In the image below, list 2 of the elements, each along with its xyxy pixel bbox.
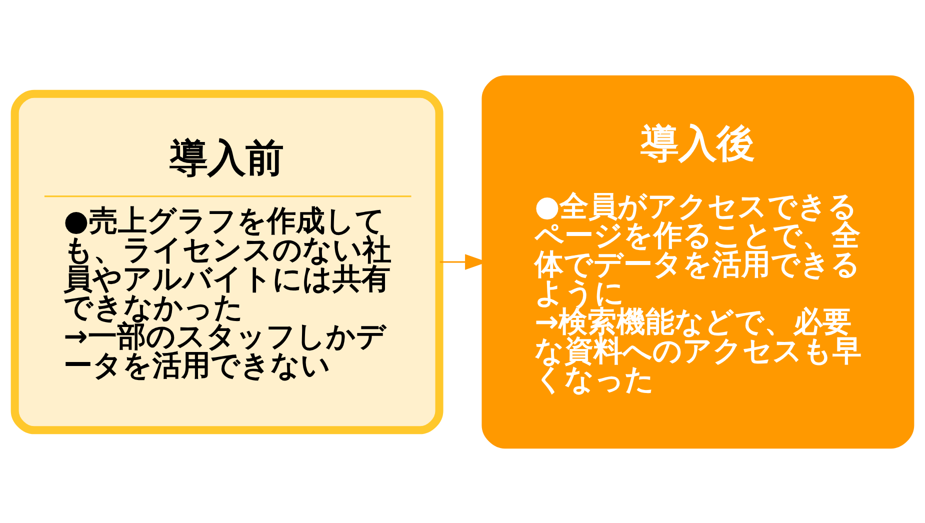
node-box: 導入後 ●全員がアクセスできるページを作ることで、全体でデータを活用できるように →検索機能などで、必要な資料へのアクセスも早くなった (482, 74, 914, 448)
node-box: 導入前 ●売上グラフを作成しても、ライセンスのない社員やアルバイトには共有できなかった →一部のスタッフしかデータを活用できない (10, 89, 444, 434)
